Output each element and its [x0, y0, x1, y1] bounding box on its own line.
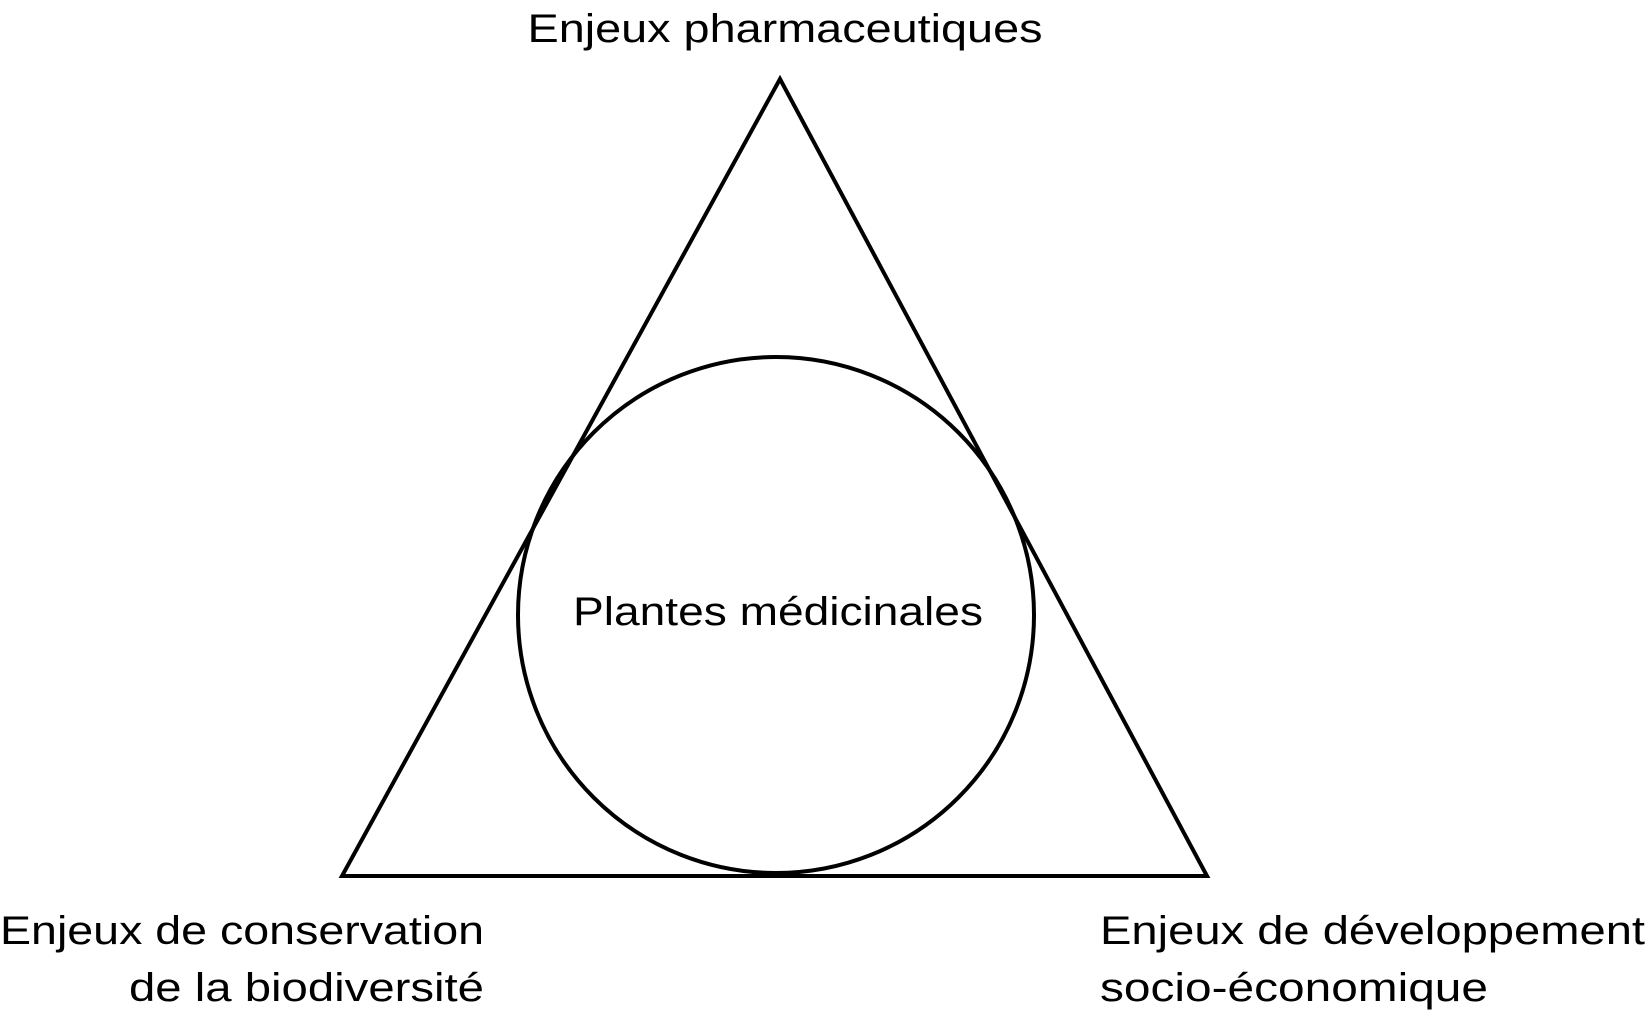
center-circle	[516, 355, 1036, 875]
center-label: Plantes médicinales	[573, 590, 983, 634]
bottom-right-label-line-1: Enjeux de développement	[1100, 909, 1645, 953]
bottom-right-label-line-2: socio-économique	[1100, 966, 1488, 1010]
top-label: Enjeux pharmaceutiques	[528, 7, 1043, 51]
bottom-left-label-line-1: Enjeux de conservation	[0, 909, 484, 953]
bottom-left-label-line-2: de la biodiversité	[129, 966, 484, 1010]
triangle	[338, 74, 1211, 878]
